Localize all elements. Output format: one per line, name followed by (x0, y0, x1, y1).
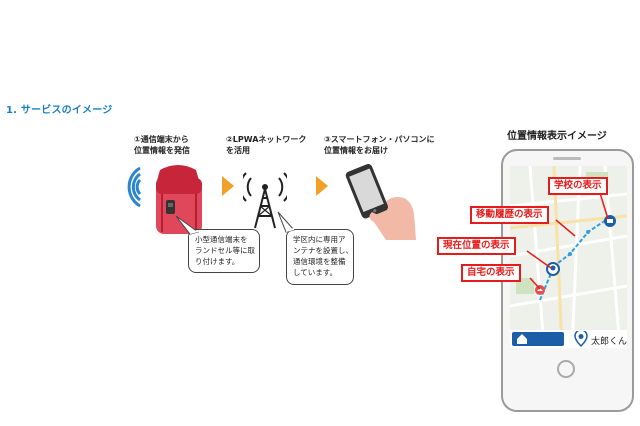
antenna-tower-icon (243, 172, 287, 229)
phone-speaker (553, 157, 581, 160)
network-info-bubble: 学区内に専用ア ンテナを設置し、 通信環境を整備 しています。 (286, 229, 354, 285)
school-display-label: 学校の表示 (548, 177, 608, 195)
movement-history-label: 移動履歴の表示 (470, 206, 549, 224)
map-screen[interactable] (510, 166, 627, 348)
step-3-caption: ③スマートフォン・パソコンに 位置情報をお届け (324, 135, 435, 155)
network-bubble-tail (277, 211, 295, 233)
wifi-signal-icon (127, 166, 142, 208)
current-callout-line (526, 250, 552, 269)
school-backpack-icon (156, 165, 202, 234)
history-callout-line (555, 219, 576, 237)
child-name-label: 太郎くん (591, 337, 628, 347)
phone-section-title: 位置情報表示イメージ (507, 131, 607, 142)
house-icon (517, 334, 527, 344)
section-title: 1. サービスのイメージ (6, 105, 113, 116)
flow-arrow-2 (316, 176, 328, 196)
home-callout-line (529, 277, 541, 290)
school-callout-line (599, 192, 609, 220)
smartphone-hand-illustration (345, 164, 416, 240)
home-display-label: 自宅の表示 (461, 264, 521, 282)
home-tab-button[interactable] (512, 332, 564, 346)
map-view (510, 166, 627, 348)
flow-arrow-1 (222, 176, 234, 196)
step-1-caption: ①通信端末から 位置情報を発信 (134, 135, 190, 155)
current-location-marker-icon (546, 262, 560, 276)
smartphone-icon (345, 164, 389, 219)
device-info-bubble: 小型通信端末を ランドセル等に取 り付けます。 (188, 229, 260, 273)
device-bubble-tail (175, 215, 200, 235)
phone-home-button[interactable] (557, 360, 575, 378)
child-location-pin-icon (574, 331, 588, 347)
backpack-illustration (127, 165, 202, 234)
step-2-caption: ②LPWAネットワーク を活用 (226, 135, 307, 155)
current-position-label: 現在位置の表示 (437, 237, 516, 255)
home-marker-icon (535, 285, 545, 295)
